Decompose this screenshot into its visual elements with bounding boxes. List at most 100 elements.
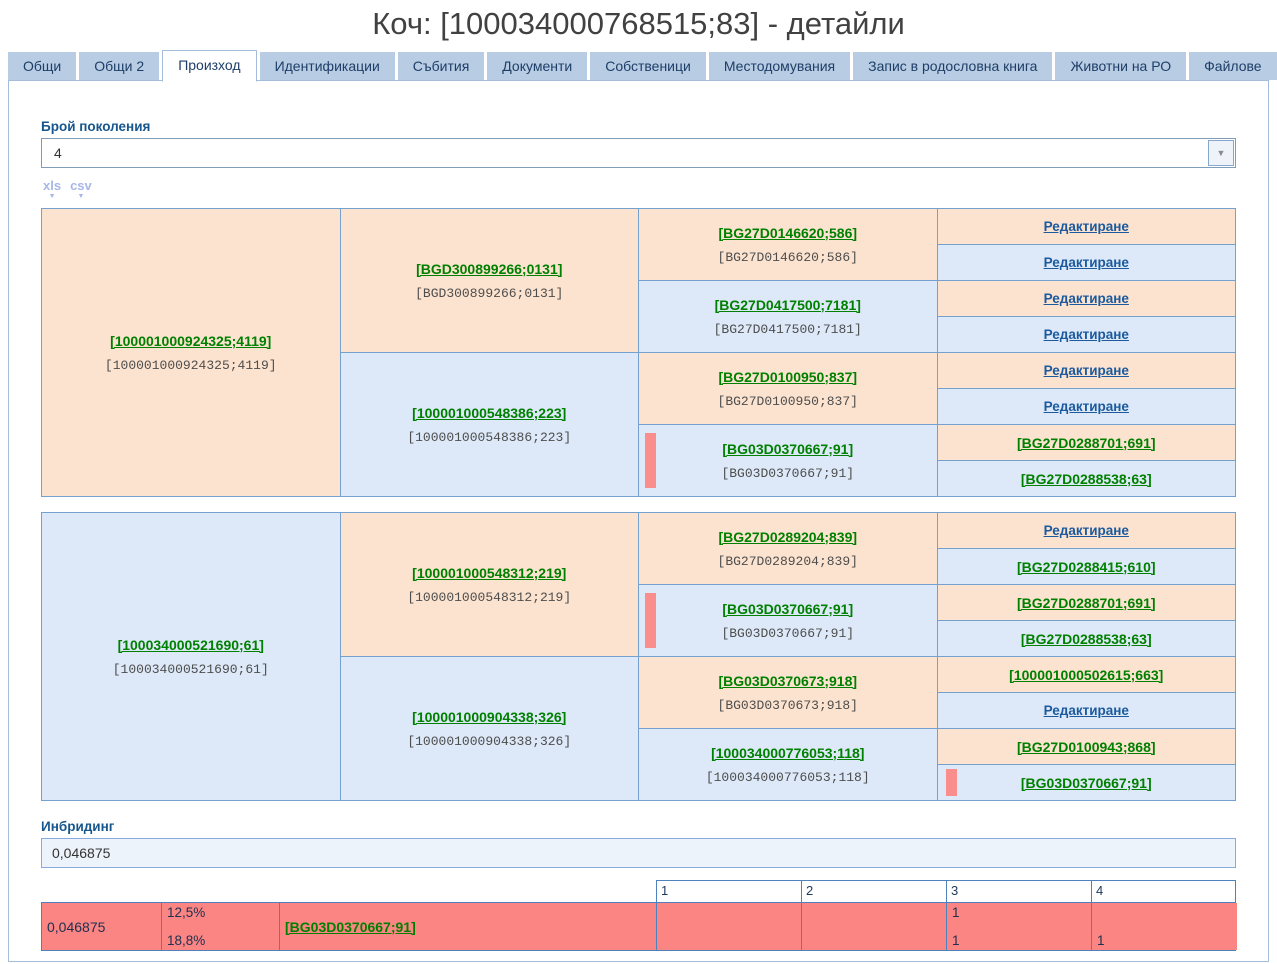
animal-link[interactable]: [BG03D0370667;91] xyxy=(1020,774,1152,791)
animal-link[interactable]: [BG03D0370667;91] xyxy=(285,918,416,935)
chevron-down-icon: ▼ xyxy=(77,193,85,200)
animal-id-text: [BG27D0146620;586] xyxy=(717,249,858,265)
tab-sobstvenici[interactable]: Собственици xyxy=(590,52,706,80)
generation-column-header: 3 xyxy=(946,880,1091,902)
animal-link[interactable]: [BG27D0417500;7181] xyxy=(714,296,861,313)
tab-dokumenti[interactable]: Документи xyxy=(487,52,588,80)
animal-id-text: [100001000548386;223] xyxy=(407,429,572,445)
animal-link[interactable]: [100001000502615;663] xyxy=(1009,666,1164,683)
pedigree-cell: [BGD300899266;0131] [BGD300899266;0131] xyxy=(340,209,639,353)
pedigree-cell: [BG03D0370667;91] [BG03D0370667;91] xyxy=(639,585,938,657)
pedigree-cell: Редактиране xyxy=(937,245,1236,281)
export-links: xls ▼ csv ▼ xyxy=(43,178,1236,202)
animal-link[interactable]: [BG27D0288701;691] xyxy=(1016,594,1156,611)
inbreeding-marker xyxy=(645,433,656,488)
animal-link[interactable]: [100001000904338;326] xyxy=(412,708,567,725)
pedigree-cell: [100001000548386;223] [100001000548386;2… xyxy=(340,353,639,497)
pedigree-cell: Редактиране xyxy=(937,513,1236,549)
animal-id-text: [BGD300899266;0131] xyxy=(415,285,564,301)
percent-top: 12,5% xyxy=(167,905,206,920)
tab-zhivotni-na-ro[interactable]: Животни на РО xyxy=(1055,52,1187,80)
pedigree-cell: [BG27D0288538;63] xyxy=(937,461,1236,497)
tab-failove[interactable]: Файлове xyxy=(1189,52,1277,80)
pedigree-cell: [BG27D0100950;837] [BG27D0100950;837] xyxy=(639,353,938,425)
percent-bottom: 18,8% xyxy=(167,933,206,948)
generation-column-header: 1 xyxy=(656,880,801,902)
generation-count-cell: 1 1 xyxy=(947,903,1092,950)
tab-obshti[interactable]: Общи xyxy=(8,52,77,80)
inbreeding-input[interactable]: 0,046875 xyxy=(41,838,1236,868)
animal-link[interactable]: [BGD300899266;0131] xyxy=(416,260,563,277)
animal-link[interactable]: [100001000548312;219] xyxy=(412,564,567,581)
animal-link[interactable]: [BG27D0289204;839] xyxy=(718,528,858,545)
edit-link[interactable]: Редактиране xyxy=(1043,219,1129,234)
pedigree-cell: Редактиране xyxy=(937,281,1236,317)
tab-mestodomuvaniya[interactable]: Местодомувания xyxy=(708,52,851,80)
animal-id-text: [100001000548312;219] xyxy=(407,589,572,605)
inbreeding-table-row: 0,046875 12,5% 18,8% [BG03D0370667;91] xyxy=(41,902,1237,951)
inbreeding-marker xyxy=(945,769,957,796)
edit-link[interactable]: Редактиране xyxy=(1043,363,1129,378)
edit-link[interactable]: Редактиране xyxy=(1043,523,1129,538)
animal-link[interactable]: [100034000521690;61] xyxy=(117,636,264,653)
pedigree-cell: Редактиране xyxy=(937,353,1236,389)
generation-count-cell: 1 xyxy=(1092,903,1237,950)
tab-sabitiya[interactable]: Събития xyxy=(397,52,485,80)
animal-link[interactable]: [BG03D0370667;91] xyxy=(722,600,854,617)
pedigree-cell: Редактиране xyxy=(937,209,1236,245)
generations-select[interactable]: 4 ▼ xyxy=(41,138,1236,168)
edit-link[interactable]: Редактиране xyxy=(1043,703,1129,718)
animal-link[interactable]: [BG27D0100943;868] xyxy=(1016,738,1156,755)
count-bottom: 1 xyxy=(952,933,960,948)
inbreeding-value: 0,046875 xyxy=(52,845,111,861)
animal-id-text: [BG27D0417500;7181] xyxy=(713,321,862,337)
generation-count-cell xyxy=(657,903,802,950)
pedigree-cell: [BG03D0370667;91] xyxy=(937,765,1236,801)
animal-link[interactable]: [BG27D0100950;837] xyxy=(718,368,858,385)
edit-link[interactable]: Редактиране xyxy=(1043,399,1129,414)
dropdown-arrow-icon[interactable]: ▼ xyxy=(1208,140,1234,166)
pedigree-cell: [BG03D0370673;918] [BG03D0370673;918] xyxy=(639,657,938,729)
generations-label: Брой поколения xyxy=(41,119,151,134)
animal-id-text: [BG03D0370667;91] xyxy=(721,465,855,481)
edit-link[interactable]: Редактиране xyxy=(1043,255,1129,270)
tab-zapis-v-rodoslovna-kniga[interactable]: Запис в родословна книга xyxy=(853,52,1053,80)
pedigree-cell: [BG27D0288701;691] xyxy=(937,585,1236,621)
pedigree-cell: Редактиране xyxy=(937,693,1236,729)
count-bottom: 1 xyxy=(1097,933,1105,948)
animal-link[interactable]: [BG03D0370667;91] xyxy=(722,440,854,457)
inbreeding-percent-cell: 12,5% 18,8% xyxy=(162,903,280,950)
csv-label: csv xyxy=(70,178,92,193)
edit-link[interactable]: Редактиране xyxy=(1043,327,1129,342)
animal-id-text: [100034000521690;61] xyxy=(112,661,269,677)
tab-obshti-2[interactable]: Общи 2 xyxy=(79,52,160,80)
xls-export-link[interactable]: xls ▼ xyxy=(43,179,61,202)
animal-id-text: [100034000776053;118] xyxy=(705,769,870,785)
page-title: Коч: [100034000768515;83] - детайли xyxy=(372,6,905,41)
animal-link[interactable]: [BG27D0288538;63] xyxy=(1020,470,1152,487)
csv-export-link[interactable]: csv ▼ xyxy=(70,178,92,202)
pedigree-table-sire: [100001000924325;4119] [100001000924325;… xyxy=(41,208,1236,497)
pedigree-cell: [BG27D0100943;868] xyxy=(937,729,1236,765)
inbreeding-table: 1 2 3 4 0,046875 12,5% 18,8% [BG03D03706… xyxy=(41,880,1237,951)
pedigree-cell: [100001000502615;663] xyxy=(937,657,1236,693)
inbreeding-marker xyxy=(645,593,656,648)
animal-link[interactable]: [BG27D0288538;63] xyxy=(1020,630,1152,647)
coefficient-value: 0,046875 xyxy=(47,918,106,935)
animal-link[interactable]: [100001000924325;4119] xyxy=(110,332,272,349)
inbreeding-animal-cell: [BG03D0370667;91] xyxy=(280,903,657,950)
animal-link[interactable]: [BG27D0288701;691] xyxy=(1016,434,1156,451)
tab-identifikacii[interactable]: Идентификации xyxy=(259,52,395,80)
animal-id-text: [BG03D0370673;918] xyxy=(717,697,858,713)
animal-link[interactable]: [100034000776053;118] xyxy=(711,744,865,761)
animal-link[interactable]: [BG27D0146620;586] xyxy=(718,224,858,241)
inbreeding-label: Инбридинг xyxy=(41,819,115,834)
animal-link[interactable]: [BG27D0288415;610] xyxy=(1016,558,1156,575)
animal-link[interactable]: [100001000548386;223] xyxy=(412,404,567,421)
chevron-down-icon: ▼ xyxy=(48,193,56,200)
pedigree-cell-root: [100001000924325;4119] [100001000924325;… xyxy=(42,209,341,497)
pedigree-cell: Редактиране xyxy=(937,389,1236,425)
tab-proizhod[interactable]: Произход xyxy=(162,50,257,82)
edit-link[interactable]: Редактиране xyxy=(1043,291,1129,306)
animal-link[interactable]: [BG03D0370673;918] xyxy=(718,672,858,689)
